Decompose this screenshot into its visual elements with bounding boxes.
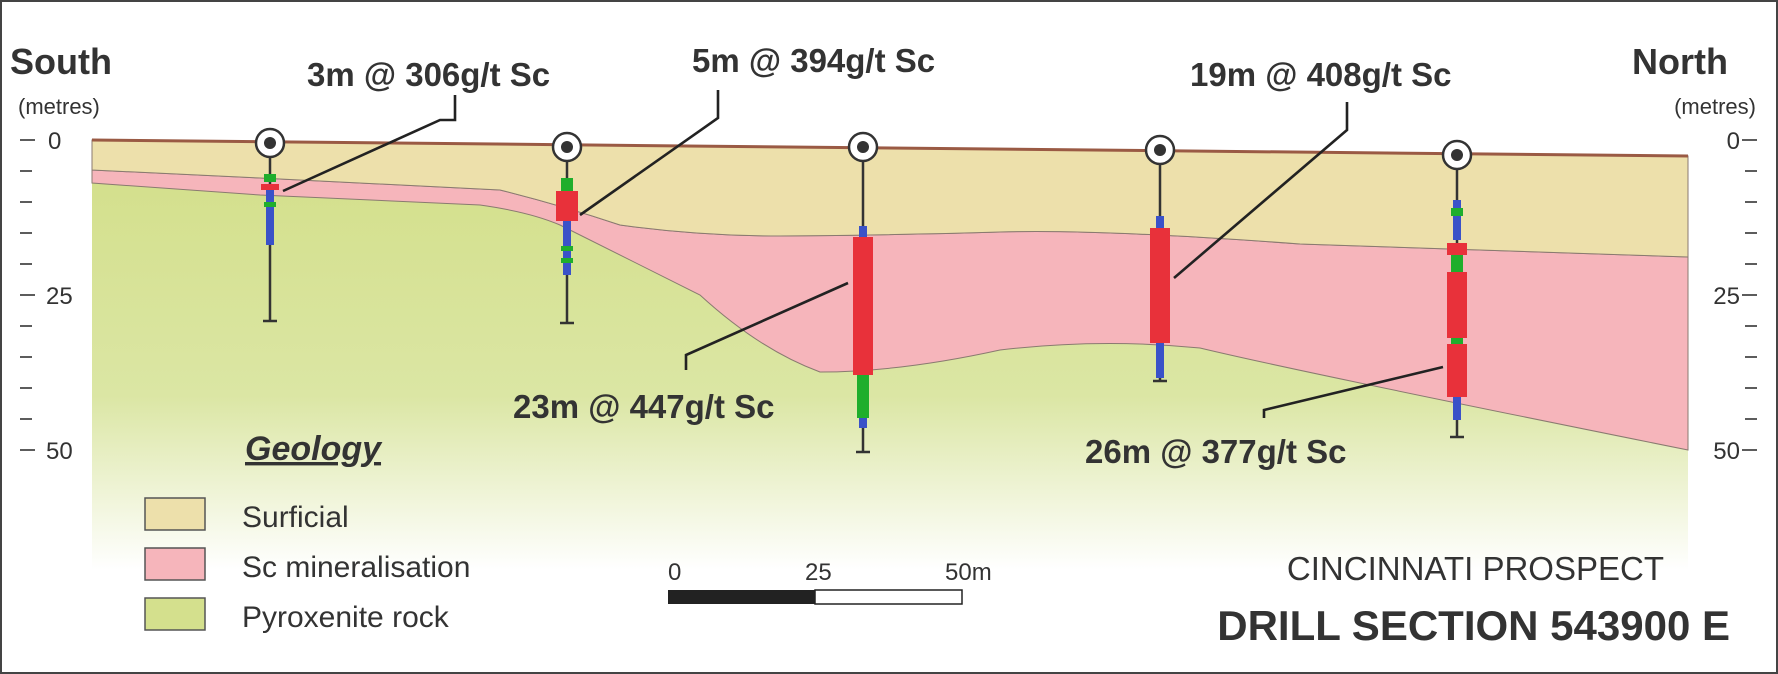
north-label: North [1632,41,1728,82]
depth-label-25-right: 25 [1713,283,1740,310]
legend-label-pyroxenite: Pyroxenite rock [242,601,450,634]
drill-hole-5 [1441,139,1473,439]
legend-label-surficial: Surficial [242,501,349,534]
legend-swatch-surficial [144,497,206,531]
intercept-label-5: 26m @ 377g/t Sc [1085,433,1346,470]
scale-label-0: 0 [668,559,681,586]
legend-swatch-mineralisation [144,547,206,581]
legend-label-mineralisation: Sc mineralisation [242,551,470,584]
depth-label-50: 50 [46,438,73,465]
metres-label-left: (metres) [18,94,100,119]
ground-surface [91,138,1689,158]
scale-bar: 0 25 50m [668,559,992,605]
south-label: South [10,41,112,82]
drill-hole-1 [254,127,286,323]
pyroxenite-layer [92,183,1688,570]
depth-label-50-right: 50 [1713,438,1740,465]
intercept-label-3: 23m @ 447g/t Sc [513,388,774,425]
section-title: DRILL SECTION 543900 E [1217,602,1730,649]
metres-label-right: (metres) [1674,94,1756,119]
drill-hole-2 [551,131,583,325]
scale-label-25: 25 [805,559,832,586]
legend: Geology Surficial Sc mineralisation Pyro… [144,430,470,634]
legend-swatch-pyroxenite [144,597,206,631]
depth-label-25: 25 [46,283,73,310]
intercept-label-4: 19m @ 408g/t Sc [1190,56,1451,93]
depth-axis-right: 0 25 50 [1713,128,1757,465]
depth-label-0: 0 [48,128,61,155]
drill-hole-3 [847,131,879,454]
intercept-label-2: 5m @ 394g/t Sc [692,42,935,79]
depth-label-0-right: 0 [1727,128,1740,155]
surficial-layer [91,139,1689,258]
legend-title: Geology [245,430,383,468]
depth-axis-left: 0 25 50 [20,128,73,465]
drill-hole-4 [1144,134,1176,383]
prospect-name: CINCINNATI PROSPECT [1287,550,1664,587]
intercept-label-1: 3m @ 306g/t Sc [307,56,550,93]
scale-label-50: 50m [945,559,992,586]
